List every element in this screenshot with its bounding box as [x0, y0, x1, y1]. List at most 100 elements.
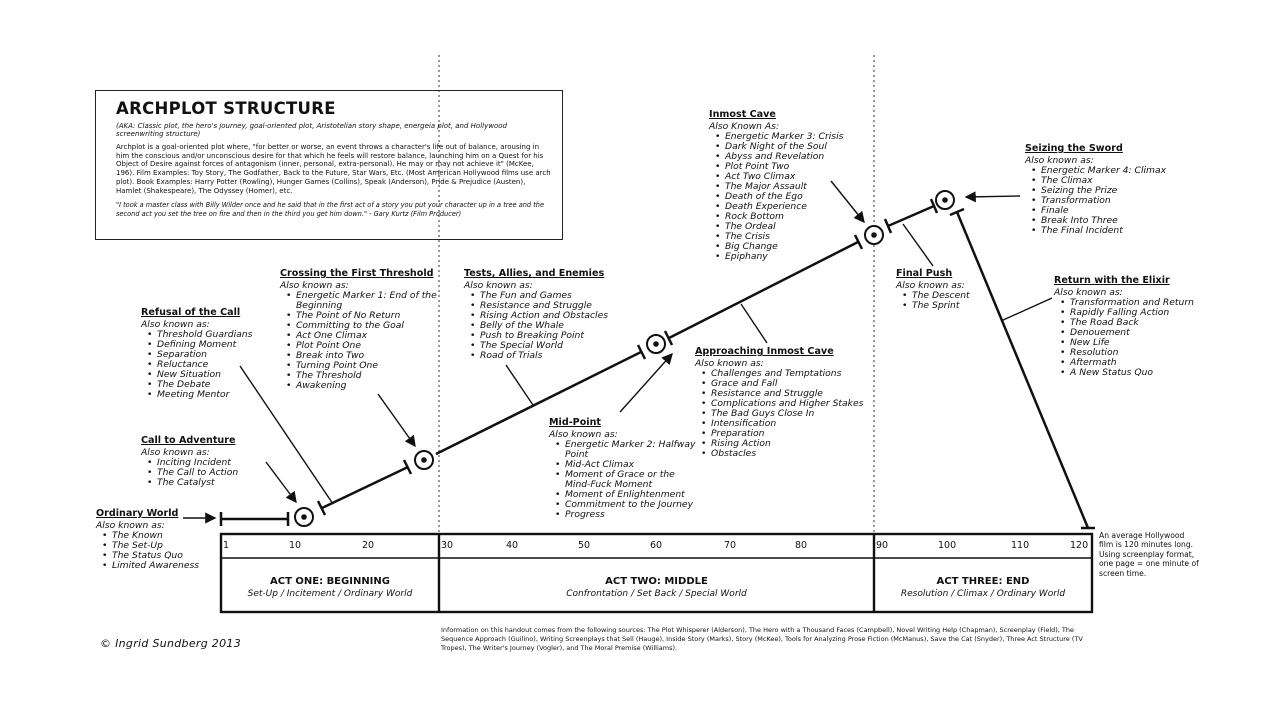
stage-item: Death Experience [715, 202, 843, 213]
stage-item: Act Two Climax [715, 172, 843, 183]
stage-item: Rock Bottom [715, 212, 843, 223]
act-two: ACT TWO: MIDDLE Confrontation / Set Back… [439, 576, 874, 599]
stage-item: The Point of No Return [286, 311, 440, 322]
stage-item: Commitment to the Journey [555, 500, 699, 511]
stage-aka-label: Also known as: [695, 358, 764, 369]
stage-item: Plot Point Two [715, 162, 843, 173]
stage-title: Ordinary World [96, 508, 179, 519]
stage-item: Break into Two [286, 351, 440, 362]
stage-title: Seizing the Sword [1025, 143, 1123, 154]
archplot-description: Archplot is a goal-oriented plot where, … [116, 142, 551, 195]
stage-aka-label: Also Known As: [709, 121, 780, 132]
stage-item: The Descent [902, 291, 970, 302]
stage-item: Denouement [1060, 328, 1194, 339]
stage-items: Energetic Marker 2: Halfway PointMid-Act… [549, 440, 699, 521]
line-final-push [902, 223, 934, 267]
stage-item: Moment of Grace or the Mind-Fuck Moment [555, 470, 699, 490]
stage-title: Mid-Point [549, 417, 602, 428]
stage-item: Plot Point One [286, 341, 440, 352]
act-sub: Set-Up / Incitement / Ordinary World [247, 589, 413, 599]
stage-call-to-adventure: Call to Adventure Also known as: Incitin… [141, 435, 238, 489]
stage-aka-label: Also known as: [549, 429, 618, 440]
act-name: ACT THREE: END [936, 576, 1030, 587]
stage-item: Seizing the Prize [1031, 186, 1166, 197]
stage-crossing-threshold: Crossing the First Threshold Also known … [280, 269, 440, 392]
timeline-tick: 30 [441, 540, 454, 551]
stage-return-with-elixir: Return with the Elixir Also known as: Tr… [1054, 276, 1194, 379]
stage-aka-label: Also known as: [1025, 155, 1094, 166]
stage-item: Obstacles [701, 449, 863, 460]
timeline-tick: 80 [795, 540, 808, 551]
stage-items: The DescentThe Sprint [896, 291, 970, 312]
stage-item: Energetic Marker 4: Climax [1031, 166, 1166, 177]
line-tests [505, 364, 534, 406]
stage-item: Transformation [1031, 196, 1166, 207]
stage-items: Energetic Marker 4: ClimaxThe ClimaxSeiz… [1025, 166, 1166, 237]
stage-item: The Call to Action [147, 468, 238, 479]
stage-title: Tests, Allies, and Enemies [464, 268, 605, 279]
stage-item: The Sprint [902, 301, 970, 312]
stage-item: Inciting Incident [147, 458, 238, 469]
stage-item: Threshold Guardians [147, 330, 252, 341]
stage-item: Resistance and Struggle [701, 389, 863, 400]
stage-item: The Status Quo [102, 551, 199, 562]
stage-aka-label: Also known as: [280, 280, 349, 291]
stage-item: The Road Back [1060, 318, 1194, 329]
stage-inmost-cave: Inmost Cave Also Known As: Energetic Mar… [709, 110, 843, 263]
stage-item: Grace and Fall [701, 379, 863, 390]
stage-item: Complications and Higher Stakes [701, 399, 863, 410]
stage-item: Road of Trials [470, 351, 608, 362]
stage-item: Intensification [701, 419, 863, 430]
act-one: ACT ONE: BEGINNING Set-Up / Incitement /… [221, 576, 439, 599]
stage-items: The Fun and GamesResistance and Struggle… [464, 291, 608, 362]
stage-title: Call to Adventure [141, 435, 236, 446]
arrow-mid-point [619, 352, 673, 413]
timeline-tick: 100 [938, 540, 957, 551]
act-three: ACT THREE: END Resolution / Climax / Ord… [874, 576, 1092, 599]
stage-item: Act One Climax [286, 331, 440, 342]
stage-item: Big Change [715, 242, 843, 253]
stage-item: Abyss and Revelation [715, 152, 843, 163]
stage-items: Threshold GuardiansDefining MomentSepara… [141, 330, 252, 401]
stage-tests-allies-enemies: Tests, Allies, and Enemies Also known as… [464, 268, 608, 362]
stage-item: Dark Night of the Soul [715, 142, 843, 153]
timeline-tick: 1 [223, 540, 230, 551]
timeline-tick: 90 [876, 540, 889, 551]
timeline-tick: 40 [506, 540, 519, 551]
stage-item: Finale [1031, 206, 1166, 217]
timeline [219, 532, 1094, 614]
archplot-quote: "I took a master class with Billy Wilder… [116, 201, 545, 218]
stage-item: The Major Assault [715, 182, 843, 193]
arrow-seizing-sword [964, 191, 1021, 203]
stage-item: Death of the Ego [715, 192, 843, 203]
archplot-info-box: ARCHPLOT STRUCTURE (AKA: Classic plot, t… [95, 90, 563, 240]
stage-approaching-inmost-cave: Approaching Inmost Cave Also known as: C… [695, 346, 863, 460]
stage-items: Energetic Marker 3: CrisisDark Night of … [709, 132, 843, 263]
line-approaching [740, 303, 768, 344]
stage-item: Defining Moment [147, 340, 252, 351]
stage-aka-label: Also known as: [96, 520, 165, 531]
stage-refusal-of-the-call: Refusal of the Call Also known as: Thres… [141, 307, 252, 401]
stage-item: Meeting Mentor [147, 390, 252, 401]
stage-aka-label: Also known as: [464, 280, 533, 291]
stage-item: The Climax [1031, 176, 1166, 187]
timeline-tick: 110 [1011, 540, 1030, 551]
milestone-threshold [414, 450, 434, 470]
stage-item: Epiphany [715, 252, 843, 263]
stage-mid-point: Mid-Point Also known as: Energetic Marke… [549, 417, 699, 521]
stage-item: New Life [1060, 338, 1194, 349]
arrow-call-to-adventure [265, 461, 297, 504]
copyright: © Ingrid Sundberg 2013 [100, 637, 242, 650]
stage-title: Approaching Inmost Cave [695, 346, 834, 357]
stage-item: Limited Awareness [102, 561, 199, 572]
timeline-tick: 20 [362, 540, 375, 551]
stage-title: Refusal of the Call [141, 307, 241, 318]
stage-seizing-the-sword: Seizing the Sword Also known as: Energet… [1025, 143, 1166, 237]
timeline-tick: 10 [289, 540, 302, 551]
archplot-aka: (AKA: Classic plot, the hero's journey, … [116, 122, 507, 139]
stage-item: New Situation [147, 370, 252, 381]
timeline-tick: 60 [650, 540, 663, 551]
stage-item: Awakening [286, 381, 440, 392]
stage-item: Rising Action and Obstacles [470, 311, 608, 322]
stage-items: Challenges and TemptationsGrace and Fall… [695, 369, 863, 460]
